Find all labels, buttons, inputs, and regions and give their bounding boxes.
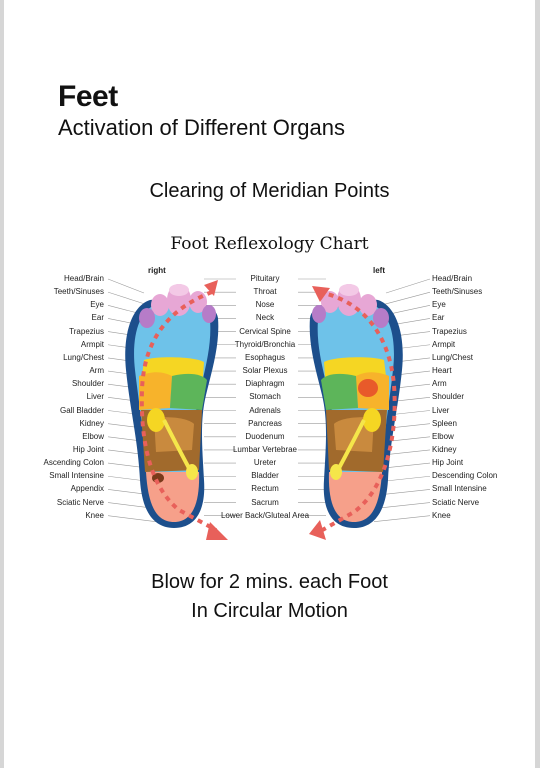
center-organ-label: Esophagus [244,352,286,362]
right-foot-organ-label: Shoulder [71,379,104,389]
right-foot-organ-label: Ear [91,313,104,323]
right-foot-motion-arrow [139,280,228,540]
center-organ-label: Pituitary [250,274,280,283]
left-foot-organ-label: Head/Brain [432,274,473,283]
right-foot-organ-label: Arm [89,366,104,376]
center-organ-label: Rectum [251,484,279,494]
left-foot-organ-label: Armpit [432,339,456,349]
right-foot-organ-label: Head/Brain [63,274,104,283]
center-organ-label: Nose [255,300,275,310]
center-organ-label: Neck [255,313,275,323]
reflexology-chart-graphic [107,278,431,540]
center-organ-label: Adrenals [249,405,281,415]
right-foot-organ-label: Trapezius [69,326,104,336]
center-organ-label: Lumbar Vertebrae [232,444,298,454]
instruction-line-1: Blow for 2 mins. each Foot [151,571,388,593]
instruction-line-2: In Circular Motion [191,600,348,622]
instructions: Blow for 2 mins. each Foot In Circular M… [4,568,535,626]
left-foot-organ-label: Kidney [432,444,457,454]
center-organ-label: Thyroid/Bronchia [234,339,296,349]
leader-line [107,515,157,522]
leader-line [107,278,145,294]
left-foot-organ-label: Ear [432,313,445,323]
page-title: Feet [58,80,118,113]
right-foot-organ-label: Teeth/Sinuses [53,287,104,297]
page-subtitle: Activation of Different Organs [58,115,345,140]
left-foot-organ-label: Arm [432,379,447,389]
leader-line [384,291,431,305]
leader-line [107,291,146,305]
left-foot-motion-arrow [309,286,397,540]
right-foot-organ-label: Gall Bladder [59,405,104,415]
left-foot-organ-label: Knee [432,510,451,520]
center-organ-label: Lower Back/Gluteal Area [220,510,310,520]
right-foot-organ-label: Knee [85,510,104,520]
center-organ-label: Bladder [251,471,279,481]
chart-title: Foot Reflexology Chart [170,234,369,254]
leader-line [373,502,431,509]
left-foot-organ-label: Sciatic Nerve [432,497,480,507]
right-foot-organ-label: Eye [90,300,104,310]
center-organ-label: Pancreas [248,418,282,428]
left-foot-organ-label: Hip Joint [432,458,464,468]
left-foot-organ-label: Spleen [432,418,457,428]
right-foot-label: right [148,266,166,275]
page: Feet Activation of Different Organs Clea… [4,0,535,768]
right-foot-organ-label: Armpit [80,339,104,349]
center-organ-label: Diaphragm [245,379,285,389]
left-foot-organ-label: Small Intensine [432,484,487,494]
center-organ-label: Duodenum [245,431,285,441]
left-foot-organ-label: Lung/Chest [432,352,473,362]
leader-line [373,515,431,522]
right-foot-organ-label: Hip Joint [72,444,104,454]
left-foot-organ-label: Teeth/Sinuses [432,287,483,297]
center-organ-label: Ureter [253,458,277,468]
left-foot-organ-label: Descending Colon [432,471,498,481]
leader-line [385,278,431,294]
left-foot-organ-label: Shoulder [432,392,465,402]
right-foot-organ-label: Lung/Chest [63,352,104,362]
right-foot-organ-label: Sciatic Nerve [56,497,104,507]
center-organ-label: Solar Plexus [242,366,288,376]
right-foot-organ-label: Kidney [79,418,104,428]
left-foot-organ-label: Elbow [432,431,454,441]
section-heading: Clearing of Meridian Points [149,180,390,202]
right-foot [125,284,219,528]
right-foot-organ-label: Appendix [70,484,104,494]
right-foot-organ-label: Ascending Colon [43,458,104,468]
center-organ-label: Stomach [249,392,281,402]
left-foot-organ-label: Eye [432,300,446,310]
left-foot-organ-label: Heart [432,366,452,376]
center-organ-label: Sacrum [251,497,279,507]
center-organ-label: Cervical Spine [239,326,291,336]
right-foot-organ-label: Liver [86,392,104,402]
left-foot-organ-label: Liver [432,405,450,415]
center-organ-label: Throat [253,287,277,297]
left-foot-label: left [373,266,385,275]
right-foot-organ-label: Small Intensine [49,471,104,481]
left-foot [309,284,403,528]
right-foot-organ-label: Elbow [82,431,104,441]
left-foot-organ-label: Trapezius [432,326,467,336]
